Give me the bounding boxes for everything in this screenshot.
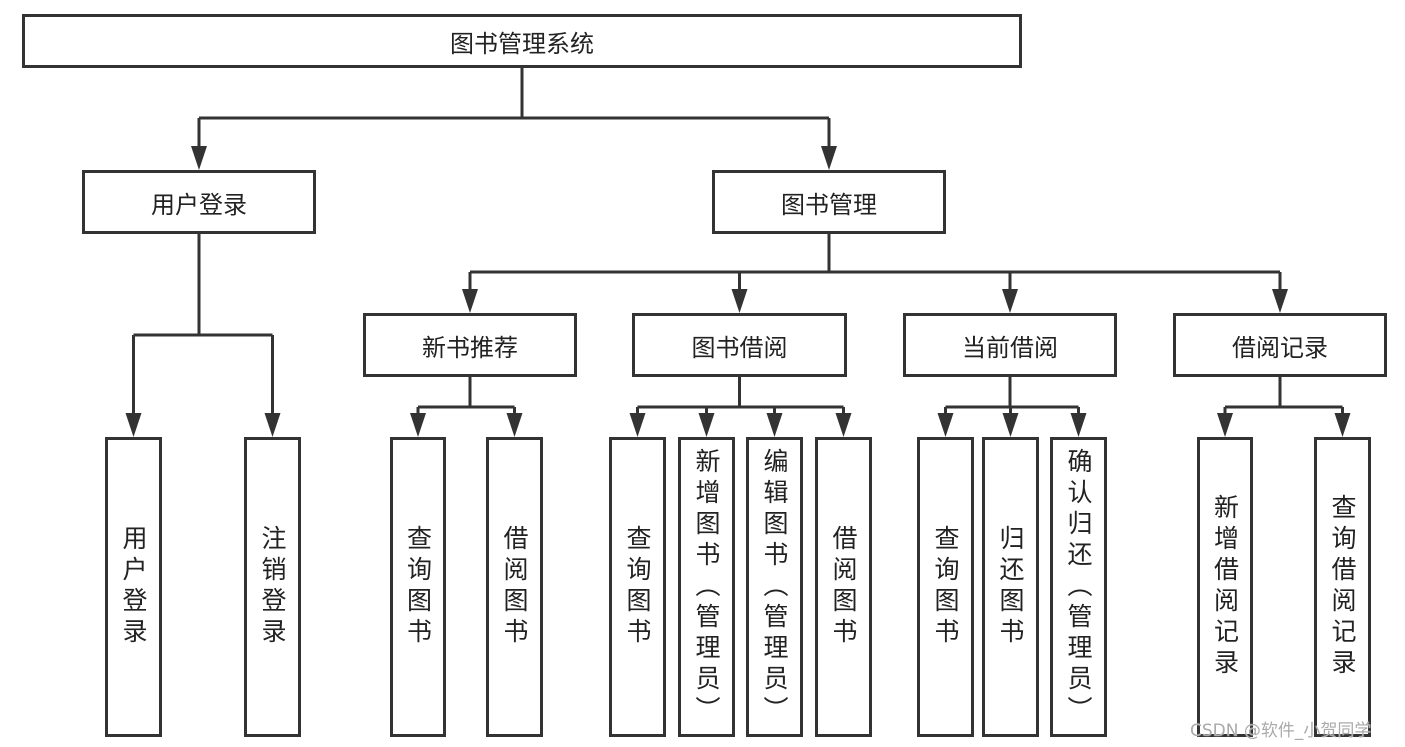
node-label: 图书管理 xyxy=(781,190,877,219)
arrowhead-icon xyxy=(125,413,142,437)
arrowhead-icon xyxy=(766,413,783,437)
node-label: 查询图书 xyxy=(403,525,433,649)
leaf-node: 查询图书 xyxy=(917,437,974,737)
node-label: 借阅记录 xyxy=(1232,333,1328,362)
arrowhead-icon xyxy=(1217,413,1233,437)
node-label: 查询图书 xyxy=(623,525,652,649)
node-label: 图书借阅 xyxy=(691,333,788,362)
module-node: 新书推荐 xyxy=(363,313,577,377)
node-label: 查询借阅记录 xyxy=(1328,494,1357,680)
leaf-node: 查询图书 xyxy=(609,437,666,737)
node-label: 用户登录 xyxy=(119,525,148,649)
leaf-node: 用户登录 xyxy=(105,437,162,737)
arrowhead-icon xyxy=(937,413,954,437)
arrowhead-icon xyxy=(1070,413,1087,437)
arrowhead-icon xyxy=(1272,289,1288,313)
arrowhead-icon xyxy=(1334,413,1351,437)
node-label: 编辑图书（管理员） xyxy=(760,447,789,727)
arrowhead-icon xyxy=(1002,413,1019,437)
node-label: 注销登录 xyxy=(258,525,287,649)
watermark: CSDN @软件_小贺同学 xyxy=(1190,721,1372,741)
category-node: 用户登录 xyxy=(82,170,316,234)
arrowhead-icon xyxy=(264,413,281,437)
arrowhead-icon xyxy=(1002,289,1018,313)
leaf-node: 注销登录 xyxy=(244,437,301,737)
arrowhead-icon xyxy=(821,146,837,170)
node-label: 查询图书 xyxy=(931,525,960,649)
module-node: 当前借阅 xyxy=(903,313,1117,377)
leaf-node: 确认归还（管理员） xyxy=(1050,437,1107,737)
node-label: 用户登录 xyxy=(151,190,247,219)
arrowhead-icon xyxy=(410,413,426,437)
module-node: 图书借阅 xyxy=(632,313,847,377)
node-label: 确认归还（管理员） xyxy=(1064,447,1093,727)
node-label: 借阅图书 xyxy=(500,525,529,649)
root-node: 图书管理系统 xyxy=(22,14,1022,68)
arrowhead-icon xyxy=(506,413,523,437)
arrowhead-icon xyxy=(191,146,207,170)
arrowhead-icon xyxy=(835,413,852,437)
arrowhead-icon xyxy=(629,413,646,437)
arrowhead-icon xyxy=(731,289,748,313)
leaf-node: 借阅图书 xyxy=(486,437,543,737)
node-label: 借阅图书 xyxy=(829,525,858,649)
node-label: 归还图书 xyxy=(996,525,1025,649)
node-label: 图书管理系统 xyxy=(450,29,594,58)
node-label: 新书推荐 xyxy=(422,333,518,362)
leaf-node: 查询图书 xyxy=(390,437,446,737)
leaf-node: 新增借阅记录 xyxy=(1197,437,1253,737)
node-label: 当前借阅 xyxy=(962,333,1058,362)
leaf-node: 归还图书 xyxy=(982,437,1039,737)
arrowhead-icon xyxy=(462,289,478,313)
module-node: 借阅记录 xyxy=(1173,313,1387,377)
leaf-node: 借阅图书 xyxy=(815,437,872,737)
arrowhead-icon xyxy=(698,413,715,437)
leaf-node: 查询借阅记录 xyxy=(1314,437,1371,737)
category-node: 图书管理 xyxy=(712,170,946,234)
leaf-node: 新增图书（管理员） xyxy=(678,437,735,737)
node-label: 新增借阅记录 xyxy=(1210,494,1240,680)
leaf-node: 编辑图书（管理员） xyxy=(746,437,803,737)
node-label: 新增图书（管理员） xyxy=(692,447,721,727)
